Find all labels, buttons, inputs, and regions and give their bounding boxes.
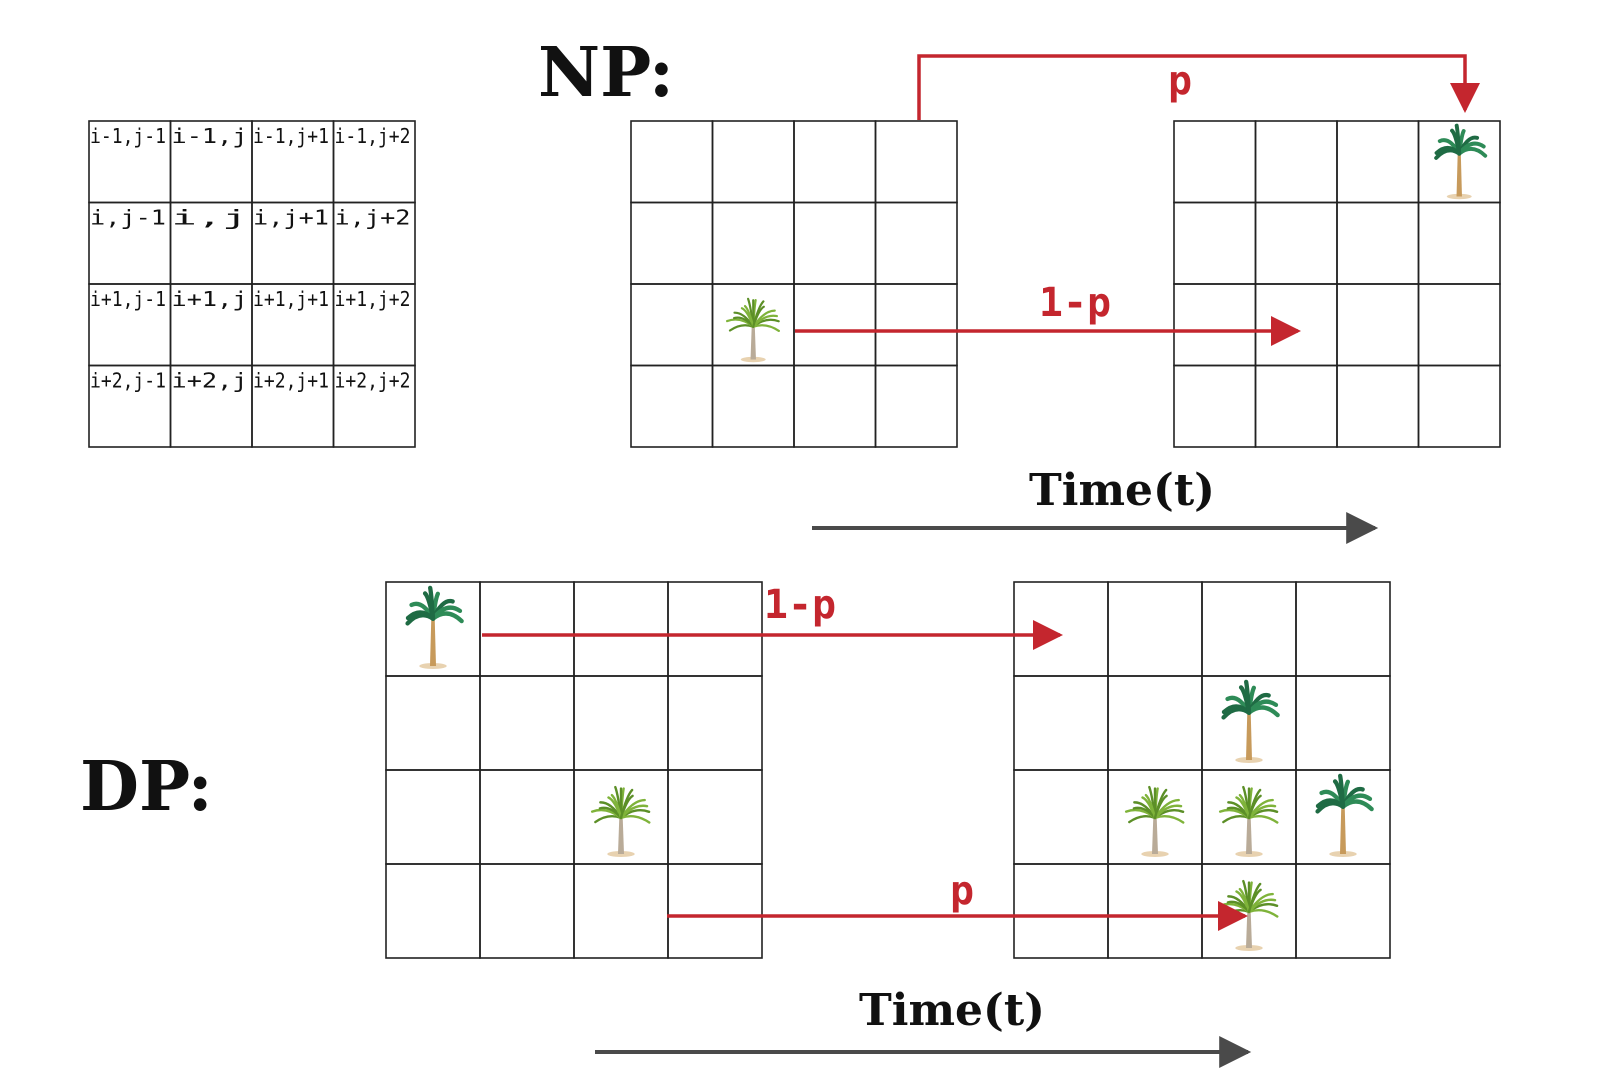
grid-cell — [1254, 201, 1338, 285]
index-cell-label: i-1,j — [172, 124, 248, 148]
grid-cell — [1107, 863, 1203, 959]
grid-cell — [874, 201, 958, 285]
index-cell-label: i,j-1 — [90, 206, 166, 230]
grid-cell — [1295, 863, 1391, 959]
index-cell-label: i+2,j-1 — [90, 369, 166, 393]
index-cell-label: i+2,j+1 — [253, 369, 329, 393]
grid-cell — [1417, 201, 1501, 285]
grid-cell — [1173, 201, 1257, 285]
index-cell-label: i+2,j — [172, 369, 248, 393]
grid-cell — [630, 201, 714, 285]
palm-tree-icon — [1218, 785, 1279, 858]
np-p-arrow — [917, 54, 1480, 120]
grid-cell — [667, 675, 763, 771]
grid-cell — [630, 364, 714, 448]
grid-cell — [711, 120, 795, 204]
grid-cell — [479, 863, 575, 959]
grid-cell — [793, 364, 877, 448]
grid-cell — [1295, 675, 1391, 771]
grid-cell — [1417, 283, 1501, 367]
index-cell-label: i-1,j+2 — [335, 124, 411, 148]
grid-cell — [793, 283, 877, 367]
grid-cell — [711, 201, 795, 285]
index-cell-label: i,j — [172, 206, 248, 230]
dp-p-label: p — [950, 868, 974, 914]
dp-target-grid — [1013, 581, 1391, 959]
grid-cell — [573, 863, 669, 959]
grid-cell — [573, 675, 669, 771]
grid-cell — [711, 364, 795, 448]
grid-cell — [1254, 283, 1338, 367]
grid-cell — [667, 863, 763, 959]
palm-tree-icon — [1124, 785, 1185, 858]
grid-cell — [630, 120, 714, 204]
grid-cell — [874, 283, 958, 367]
palm-tree-icon — [405, 585, 464, 670]
palm-tree-icon — [1434, 123, 1488, 200]
palm-tree-icon — [590, 785, 651, 858]
palm-tree-icon — [1221, 679, 1280, 764]
grid-cell — [1201, 581, 1297, 677]
grid-cell — [1013, 863, 1109, 959]
np-p-label: p — [1168, 58, 1192, 104]
dp-title: DP: — [80, 747, 213, 827]
grid-cell — [874, 364, 958, 448]
index-cell-label: i+2,j+2 — [335, 369, 411, 393]
grid-cell — [1336, 120, 1420, 204]
palm-tree-icon — [726, 297, 780, 363]
grid-cell — [1336, 201, 1420, 285]
grid-cell — [1254, 364, 1338, 448]
grid-cell — [385, 769, 481, 865]
grid-cell — [385, 675, 481, 771]
index-cell-label: i+1,j+2 — [335, 287, 411, 311]
grid-cell — [1417, 364, 1501, 448]
grid-cell — [573, 581, 669, 677]
index-cell-label: i,j+1 — [253, 206, 329, 230]
palm-tree-icon — [1315, 773, 1374, 858]
index-cell-label: i+1,j+1 — [253, 287, 329, 311]
grid-cell — [1013, 675, 1109, 771]
grid-cell — [667, 581, 763, 677]
np-target-grid — [1173, 120, 1501, 448]
dp-time-label: Time(t) — [859, 985, 1045, 1036]
grid-cell — [385, 863, 481, 959]
grid-cell — [1107, 675, 1203, 771]
grid-cell — [1254, 120, 1338, 204]
grid-cell — [874, 120, 958, 204]
np-one-minus-p-label: 1-p — [1039, 280, 1111, 326]
index-cell-label: i+1,j — [172, 287, 248, 311]
grid-cell — [479, 581, 575, 677]
grid-cell — [1173, 283, 1257, 367]
np-time-label: Time(t) — [1029, 465, 1215, 516]
np-title: NP: — [538, 33, 674, 113]
grid-cell — [1173, 364, 1257, 448]
np-source-grid — [630, 120, 958, 448]
grid-cell — [667, 769, 763, 865]
grid-cell — [1013, 769, 1109, 865]
grid-cell — [630, 283, 714, 367]
grid-cell — [1336, 364, 1420, 448]
grid-cell — [1173, 120, 1257, 204]
grid-cell — [1295, 581, 1391, 677]
index-cell-label: i+1,j-1 — [90, 287, 166, 311]
grid-cell — [793, 201, 877, 285]
index-cell-label: i-1,j-1 — [90, 124, 166, 148]
index-cell-label: i,j+2 — [335, 206, 411, 230]
grid-cell — [1013, 581, 1109, 677]
grid-cell — [332, 364, 416, 448]
grid-cell — [793, 120, 877, 204]
grid-cell — [1107, 581, 1203, 677]
dp-source-grid — [385, 581, 763, 959]
grid-cell — [479, 769, 575, 865]
grid-cell — [1336, 283, 1420, 367]
index-cell-label: i-1,j+1 — [253, 124, 329, 148]
dp-one-minus-p-label: 1-p — [764, 582, 836, 628]
grid-cell — [479, 675, 575, 771]
